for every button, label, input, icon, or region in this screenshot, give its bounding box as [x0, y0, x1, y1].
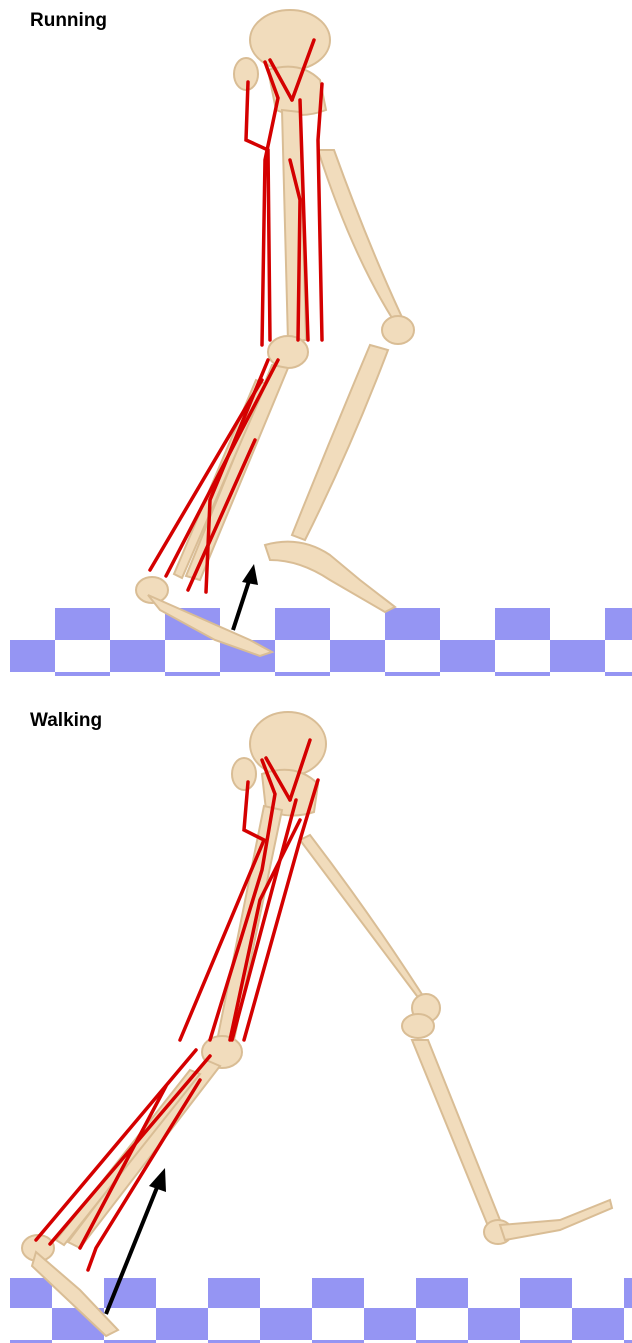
running-panel: Running	[0, 0, 632, 680]
stance-leg-bones	[136, 110, 308, 656]
floor-checkerboard	[10, 608, 632, 676]
walking-figure	[0, 700, 632, 1343]
running-figure	[0, 0, 632, 680]
rear-leg-bones	[300, 835, 612, 1244]
walking-panel: Walking	[0, 700, 632, 1343]
